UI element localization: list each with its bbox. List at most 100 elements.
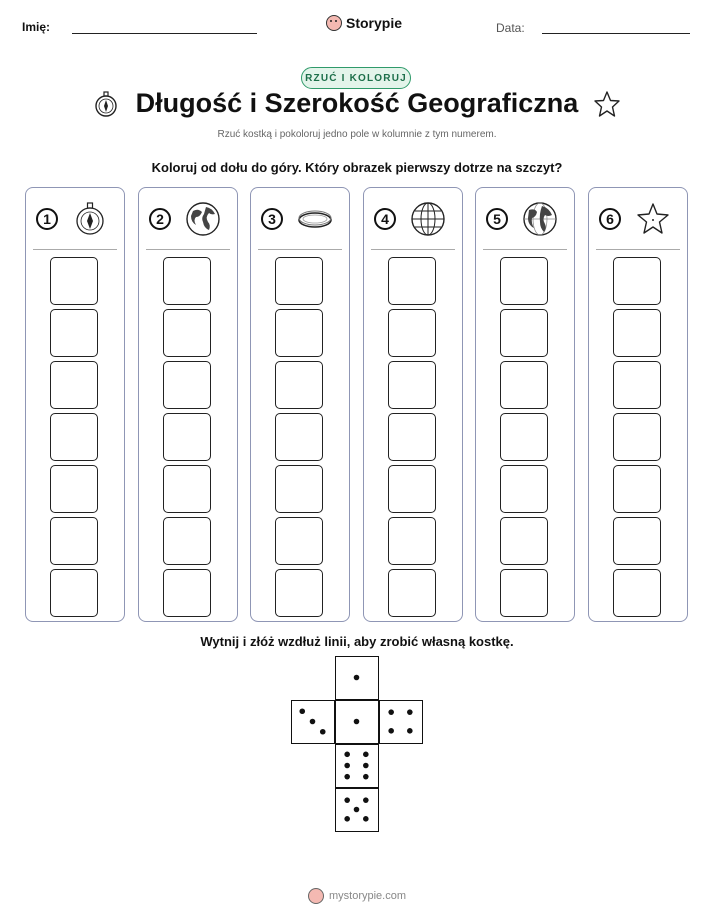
die-pip <box>299 708 306 715</box>
color-cell[interactable] <box>613 361 661 409</box>
column-number: 1 <box>36 208 58 230</box>
color-cell[interactable] <box>613 257 661 305</box>
die-pip <box>344 797 350 803</box>
die-pip <box>363 773 369 780</box>
color-cell[interactable] <box>50 361 98 409</box>
color-cell[interactable] <box>50 517 98 565</box>
color-cell[interactable] <box>388 517 436 565</box>
color-cell[interactable] <box>275 309 323 357</box>
die-face-1 <box>335 656 379 700</box>
color-cell[interactable] <box>500 517 548 565</box>
earth-icon <box>523 202 557 236</box>
die-pip <box>363 762 369 769</box>
color-cell[interactable] <box>613 465 661 513</box>
wireframe-globe-icon <box>411 202 445 236</box>
activity-badge: RZUĆ I KOLORUJ <box>301 67 411 89</box>
color-cell[interactable] <box>163 309 211 357</box>
storypie-logo-icon <box>326 15 342 31</box>
color-cell[interactable] <box>500 309 548 357</box>
color-cell[interactable] <box>275 257 323 305</box>
column-2: 2 <box>138 187 238 622</box>
color-cell[interactable] <box>613 517 661 565</box>
color-cell[interactable] <box>500 361 548 409</box>
color-cell[interactable] <box>275 361 323 409</box>
die-pip <box>344 773 350 780</box>
die-pip <box>319 728 326 735</box>
column-number: 4 <box>374 208 396 230</box>
color-cell[interactable] <box>500 257 548 305</box>
globe-icon <box>186 202 220 236</box>
color-cell[interactable] <box>388 465 436 513</box>
color-cell[interactable] <box>163 569 211 617</box>
die-pip <box>363 816 369 822</box>
brand-name: Storypie <box>346 15 403 31</box>
cut-instruction: Wytnij i złóż wzdłuż linii, aby zrobić w… <box>200 634 514 649</box>
column-5: 5 <box>475 187 575 622</box>
color-cell[interactable] <box>50 257 98 305</box>
starfish-icon <box>637 203 669 234</box>
color-cell[interactable] <box>613 413 661 461</box>
compass-icon <box>76 202 104 235</box>
color-cell[interactable] <box>613 569 661 617</box>
color-cell[interactable] <box>388 257 436 305</box>
date-line <box>542 33 690 34</box>
color-cell[interactable] <box>388 569 436 617</box>
column-divider <box>596 249 680 250</box>
column-divider <box>483 249 567 250</box>
column-divider <box>258 249 342 250</box>
color-cell[interactable] <box>163 465 211 513</box>
color-cell[interactable] <box>500 465 548 513</box>
color-cell[interactable] <box>163 517 211 565</box>
subtitle: Rzuć kostką i pokoloruj jedno pole w kol… <box>217 129 497 140</box>
die-face-5 <box>335 788 379 832</box>
color-cell[interactable] <box>388 361 436 409</box>
column-4: 4 <box>363 187 463 622</box>
column-number: 6 <box>599 208 621 230</box>
compass-icon <box>95 91 117 117</box>
die-face-4 <box>379 700 423 744</box>
die-pip <box>388 709 394 715</box>
instruction: Koloruj od dołu do góry. Który obrazek p… <box>151 160 563 175</box>
footer-url: mystorypie.com <box>328 890 407 902</box>
storypie-logo-icon <box>307 888 324 904</box>
color-cell[interactable] <box>500 413 548 461</box>
page-title: Długość i Szerokość Geograficzna <box>135 88 579 118</box>
color-cell[interactable] <box>275 517 323 565</box>
color-cell[interactable] <box>275 569 323 617</box>
color-cell[interactable] <box>275 413 323 461</box>
color-cell[interactable] <box>163 361 211 409</box>
die-pip <box>363 797 369 803</box>
color-cell[interactable] <box>50 413 98 461</box>
die-pip <box>407 709 413 715</box>
die-pip <box>353 718 360 725</box>
die-pip <box>407 728 413 734</box>
die-pip <box>388 728 394 734</box>
color-cell[interactable] <box>388 413 436 461</box>
color-cell[interactable] <box>50 309 98 357</box>
column-3: 3 <box>250 187 350 622</box>
color-cell[interactable] <box>275 465 323 513</box>
die-face-1 <box>335 700 379 744</box>
die-pip <box>309 718 316 725</box>
color-cell[interactable] <box>613 309 661 357</box>
die-pip <box>353 674 360 681</box>
color-cell[interactable] <box>50 569 98 617</box>
color-cell[interactable] <box>163 413 211 461</box>
name-label: Imię: <box>22 20 51 34</box>
column-6: 6 <box>588 187 688 622</box>
ring-icon <box>298 210 332 228</box>
color-cell[interactable] <box>50 465 98 513</box>
color-cell[interactable] <box>500 569 548 617</box>
die-pip <box>363 751 369 758</box>
column-divider <box>33 249 117 250</box>
color-cell[interactable] <box>388 309 436 357</box>
footer: mystorypie.com <box>0 888 714 904</box>
color-cell[interactable] <box>163 257 211 305</box>
column-divider <box>371 249 455 250</box>
column-1: 1 <box>25 187 125 622</box>
column-divider <box>146 249 230 250</box>
starfish-icon <box>594 91 620 117</box>
column-number: 2 <box>149 208 171 230</box>
date-label: Data: <box>496 21 525 35</box>
die-face-3 <box>291 700 335 744</box>
